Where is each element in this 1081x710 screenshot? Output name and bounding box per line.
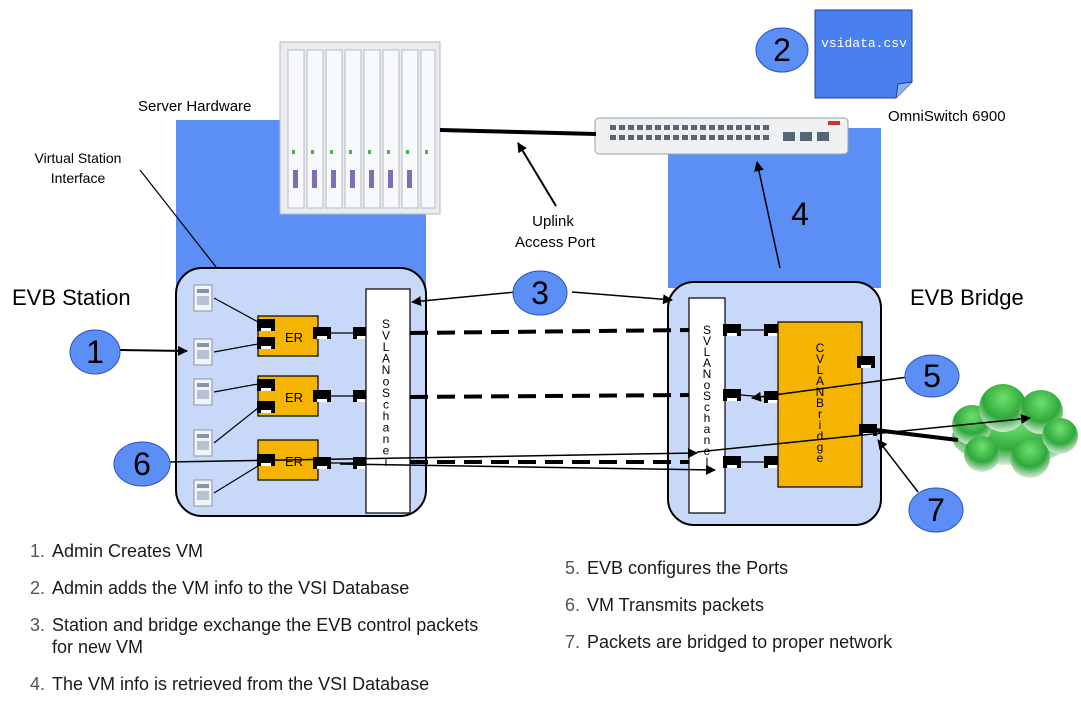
uplink-label-line1: Uplink (532, 213, 574, 230)
port-icon (313, 390, 331, 402)
channel-letter: V (703, 334, 711, 348)
channel-letter: C (816, 341, 825, 355)
svg-text:2: 2 (773, 32, 791, 68)
channel-letter: c (383, 398, 389, 412)
callout-5: 5 (904, 354, 960, 398)
step-item: 6.VM Transmits packets (565, 595, 765, 615)
svg-text:7: 7 (927, 492, 945, 528)
steps-list-right: 5.EVB configures the Ports 6.VM Transmit… (565, 557, 1045, 668)
server-hardware-image (279, 41, 441, 215)
channel-letter: i (819, 418, 822, 432)
channel-letter: d (817, 429, 824, 443)
channel-letter: o (383, 375, 390, 389)
step-item: 7.Packets are bridged to proper network (565, 632, 893, 652)
channel-letter: A (816, 374, 824, 388)
vsi-label-line1: Virtual Station (35, 150, 122, 166)
omniswitch-image (594, 117, 849, 155)
er-label: ER (285, 330, 303, 345)
vm-icon (193, 284, 213, 312)
er-box (257, 315, 319, 357)
channel-letter: e (383, 444, 390, 458)
vm-icon (193, 338, 213, 366)
channel-letter: r (818, 407, 822, 421)
channel-letter: h (704, 411, 711, 425)
cvlan-bridge-box (777, 321, 863, 488)
port-icon (723, 456, 741, 468)
channel-letter: c (704, 400, 710, 414)
port-icon (257, 319, 275, 331)
channel-letter: V (816, 352, 824, 366)
uplink-label-line2: Access Port (515, 234, 596, 251)
bridge-svlan-schannel (688, 297, 726, 514)
channel-letter: l (706, 455, 709, 469)
vm-icon (193, 429, 213, 457)
channel-letter: N (382, 363, 391, 377)
channel-letter: S (703, 389, 711, 403)
channel-letter: S (382, 386, 390, 400)
channel-letter: l (385, 455, 388, 469)
channel-letter: e (817, 451, 824, 465)
channel-letter: S (382, 317, 390, 331)
channel-letter: L (383, 340, 390, 354)
network-cloud-icon (952, 384, 1078, 478)
server-hardware-label: Server Hardware (138, 98, 251, 115)
callout-1: 1 (69, 329, 121, 375)
callout-2: 2 (755, 27, 809, 73)
step-item: 4.The VM info is retrieved from the VSI … (30, 674, 430, 694)
step-item: 2.Admin adds the VM info to the VSI Data… (30, 578, 410, 598)
step-item: 1.Admin Creates VM (30, 541, 204, 561)
channel-letter: N (703, 367, 712, 381)
channel-letter: S (703, 323, 711, 337)
step-item: 3.Station and bridge exchange the EVB co… (30, 615, 479, 657)
step-item: 5.EVB configures the Ports (565, 558, 789, 578)
port-icon (257, 379, 275, 391)
channel-letter: A (382, 352, 390, 366)
channel-letter: A (703, 356, 711, 370)
channel-letter: N (816, 385, 825, 399)
vm-icon (193, 479, 213, 507)
vsi-label-line2: Interface (51, 170, 106, 186)
channel-letter: n (383, 432, 390, 446)
port-icon (257, 401, 275, 413)
evb-bridge-label: EVB Bridge (910, 285, 1024, 310)
callout-7: 7 (908, 487, 964, 533)
omniswitch-label: OmniSwitch 6900 (888, 108, 1006, 125)
evb-station-label: EVB Station (12, 285, 131, 310)
svg-text:5: 5 (923, 358, 941, 394)
port-icon (313, 327, 331, 339)
svg-text:4: 4 (791, 196, 809, 232)
channel-letter: V (382, 329, 390, 343)
svg-text:6: 6 (133, 446, 151, 482)
channel-letter: L (817, 363, 824, 377)
er-label: ER (285, 390, 303, 405)
channel-letter: a (383, 421, 390, 435)
er-label: ER (285, 454, 303, 469)
bridge-blue-band (668, 128, 881, 288)
port-icon (723, 389, 741, 401)
port-icon (857, 356, 875, 368)
channel-letter: g (817, 440, 824, 454)
channel-letter: a (704, 422, 711, 436)
callout-4: 4 (791, 196, 809, 232)
channel-letter: B (816, 396, 824, 410)
channel-letter: n (704, 433, 711, 447)
callout-3: 3 (512, 270, 568, 316)
channel-letter: o (704, 378, 711, 392)
station-svlan-schannel (365, 288, 411, 514)
steps-list-left: 1.Admin Creates VM 2.Admin adds the VM i… (30, 540, 500, 710)
port-icon (723, 324, 741, 336)
channel-letter: h (383, 409, 390, 423)
csv-filename: vsidata.csv (821, 36, 907, 51)
port-icon (257, 337, 275, 349)
vm-icon (193, 378, 213, 406)
channel-letter: L (704, 345, 711, 359)
svg-text:1: 1 (86, 334, 104, 370)
svg-text:3: 3 (531, 275, 549, 311)
callout-6: 6 (113, 441, 171, 487)
